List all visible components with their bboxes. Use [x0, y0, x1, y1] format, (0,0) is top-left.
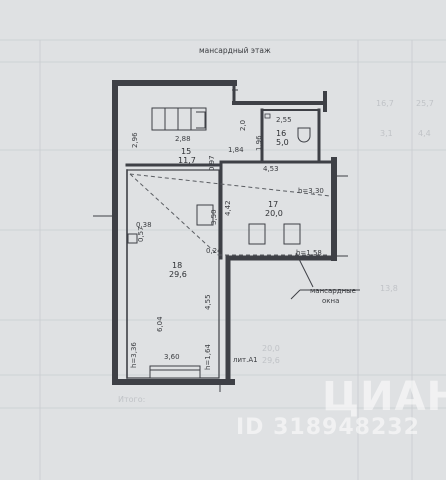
dim-3-50: 3,50: [210, 209, 218, 225]
room-18-number: 18: [172, 261, 183, 270]
dim-stairs-width: 2,88: [175, 135, 191, 143]
dim-0-97: 0,97: [208, 155, 216, 171]
dim-4-55: 4,55: [204, 294, 212, 310]
watermark-id: ID 318948232: [236, 415, 420, 440]
callout-line2: окна: [322, 297, 340, 305]
outer-wall-left-bottom: [112, 80, 235, 385]
room-16-area: 5,0: [276, 138, 289, 147]
sloped-ceiling-lines: [129, 173, 331, 256]
dim-1-84: 1,84: [228, 146, 244, 154]
dim-2-0: 2,0: [239, 119, 247, 131]
height-3-36: h=3,36: [130, 342, 138, 368]
bg-cell: 16,7: [376, 99, 394, 108]
callout-leader: [290, 252, 360, 300]
room-15-area: 11,7: [178, 156, 196, 165]
bg-cell: 20,0: [262, 344, 280, 353]
dim-0-38: 0,38: [136, 221, 152, 229]
toilet-fixture: [297, 127, 311, 143]
dim-room17-width: 4,53: [263, 165, 279, 173]
bg-cell: 4,4: [418, 129, 431, 138]
room-17-area: 20,0: [265, 209, 283, 218]
height-1-58: h=1,58: [296, 249, 322, 257]
dim-room18-depth: 6,04: [156, 316, 164, 332]
dim-room17-depth: 4,42: [224, 200, 232, 216]
height-1-64: h=1,64: [204, 344, 212, 370]
bg-cell: 13,8: [380, 284, 398, 293]
dim-room16-depth: 1,96: [255, 135, 263, 151]
room-18-area: 29,6: [169, 270, 187, 279]
bg-cell: 29,6: [262, 356, 280, 365]
chimney: [127, 233, 138, 244]
bg-cell: 3,1: [380, 129, 393, 138]
callout-line1: мансардные: [310, 287, 356, 295]
outer-wall-top-right: [232, 91, 327, 105]
skylights: [196, 204, 301, 245]
plan-title: мансардный этаж: [199, 46, 271, 55]
watermark-logo: ЦИАН: [322, 374, 446, 420]
staircase: [151, 107, 207, 131]
lit-label: лит.А1: [233, 356, 258, 364]
dim-room18-width: 3,60: [164, 353, 180, 361]
height-3-30: h=3,30: [298, 187, 324, 195]
room-16-number: 16: [276, 129, 287, 138]
dim-room15-depth: 2,96: [131, 132, 139, 148]
bg-total: Итого:: [118, 395, 146, 404]
room-17-number: 17: [268, 200, 279, 209]
dim-0-24: 0,24: [206, 247, 222, 255]
dim-0-57: 0,57: [137, 226, 145, 242]
room-15-number: 15: [181, 147, 192, 156]
bottom-window: [149, 365, 201, 379]
bg-cell: 25,7: [416, 99, 434, 108]
dim-room16-width: 2,55: [276, 116, 292, 124]
